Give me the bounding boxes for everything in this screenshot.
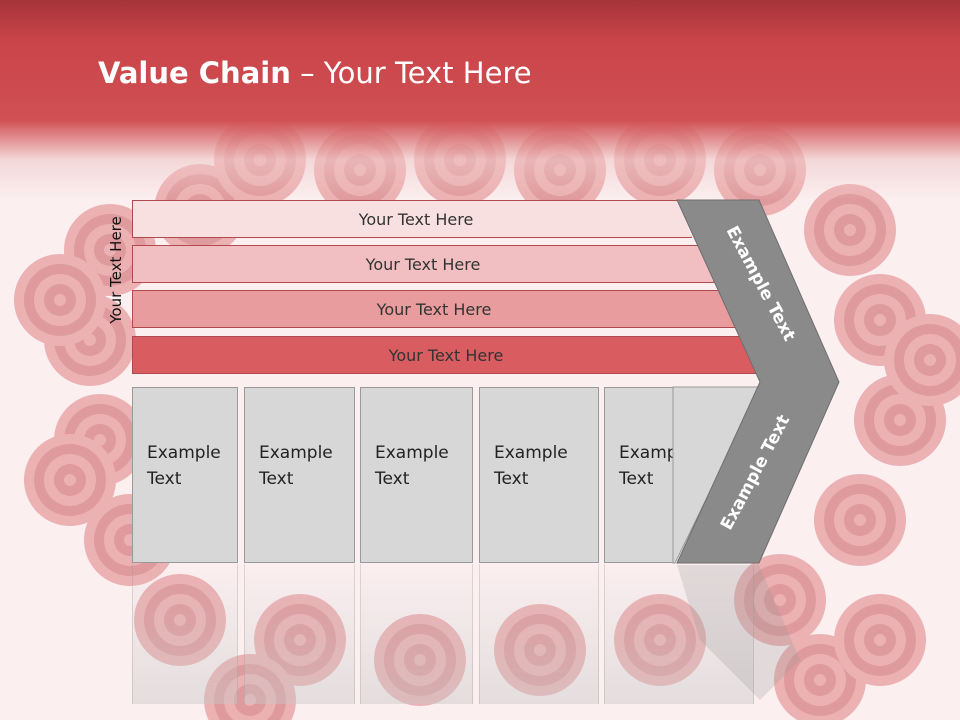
rose-petal xyxy=(874,314,886,326)
rose-petal xyxy=(814,674,826,686)
rose-petal xyxy=(414,654,426,666)
page-title: Value Chain – Your Text Here xyxy=(98,56,532,90)
column-3-line2: Text xyxy=(375,469,410,489)
bar-1-label: Your Text Here xyxy=(358,210,474,229)
column-3-line1: Example xyxy=(375,443,449,463)
bar-4-label: Your Text Here xyxy=(388,346,504,365)
column-1-line1: Example xyxy=(147,443,221,463)
bar-2-label: Your Text Here xyxy=(365,255,481,274)
column-5-line2: Text xyxy=(619,469,654,489)
rose-petal xyxy=(54,294,66,306)
rose-petal xyxy=(654,634,666,646)
title-rest: – Your Text Here xyxy=(290,56,532,90)
bar-4[interactable]: Your Text Here xyxy=(132,336,760,374)
bar-3-label: Your Text Here xyxy=(376,300,492,319)
rose-petal xyxy=(774,594,786,606)
column-2-line2: Text xyxy=(259,469,294,489)
rose-petal xyxy=(294,634,306,646)
rose-petal xyxy=(844,224,856,236)
chevron-arrow[interactable] xyxy=(676,199,840,564)
title-bold: Value Chain xyxy=(98,56,291,90)
rose-petal xyxy=(104,244,116,256)
rose-petal xyxy=(174,614,186,626)
rose-petal xyxy=(854,514,866,526)
column-2-line1: Example xyxy=(259,443,333,463)
bar-1[interactable]: Your Text Here xyxy=(132,200,692,238)
rose-petal xyxy=(64,474,76,486)
column-4-line2: Text xyxy=(494,469,529,489)
column-4-line1: Example xyxy=(494,443,568,463)
rose-petal xyxy=(874,634,886,646)
bar-3[interactable]: Your Text Here xyxy=(132,290,736,328)
header-band xyxy=(0,0,960,200)
chevron-reflection xyxy=(677,565,800,700)
rose-petal xyxy=(534,644,546,656)
bar-2[interactable]: Your Text Here xyxy=(132,245,714,283)
rose-petal xyxy=(244,694,256,706)
column-1-line2: Text xyxy=(147,469,182,489)
rose-petal xyxy=(894,414,906,426)
rose-petal xyxy=(924,354,936,366)
